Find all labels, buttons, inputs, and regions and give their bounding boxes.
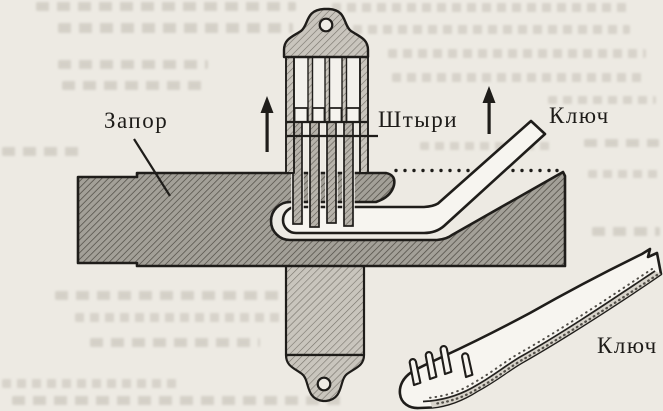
pin-shaft (326, 121, 337, 224)
surface-level-dotted-line (394, 168, 559, 173)
housing-wall-right (359, 56, 369, 174)
housing-lower-body (284, 256, 366, 357)
key-peg (424, 351, 438, 381)
pin-head (311, 107, 326, 123)
key-separate (398, 247, 663, 410)
key-peg (439, 345, 453, 376)
key-separate-stipple-row (427, 268, 653, 399)
mount-hole (318, 17, 334, 33)
label-bolt: Запор (104, 108, 168, 133)
pin-shaft (343, 121, 354, 227)
key-separate-side-face (430, 271, 661, 408)
label-key-inserted: Ключ (549, 103, 610, 128)
label-pins: Штыри (378, 107, 458, 132)
up-arrow-icon (260, 96, 274, 152)
pin-head (293, 107, 309, 123)
pin-head (328, 107, 343, 123)
pin-shaft (309, 121, 320, 228)
key-separate-crease-line (422, 270, 656, 403)
key-separate-body (398, 247, 663, 410)
housing-wall-left (285, 56, 295, 174)
bolt-shape (76, 170, 567, 268)
label-key-separate: Ключ (597, 333, 658, 358)
key-pegs (408, 345, 474, 387)
bolt-leader-line (133, 138, 171, 197)
up-arrow-icon (482, 86, 496, 134)
pin-head (345, 107, 361, 123)
key-separate-stipple-row (431, 273, 659, 406)
pin-heads (293, 107, 361, 123)
mount-hole (316, 376, 332, 392)
key-peg (408, 358, 422, 387)
key-peg (461, 352, 474, 379)
pin-housing-upper (282, 7, 370, 174)
housing-cap (282, 7, 370, 59)
pin-housing-lower (284, 256, 366, 403)
